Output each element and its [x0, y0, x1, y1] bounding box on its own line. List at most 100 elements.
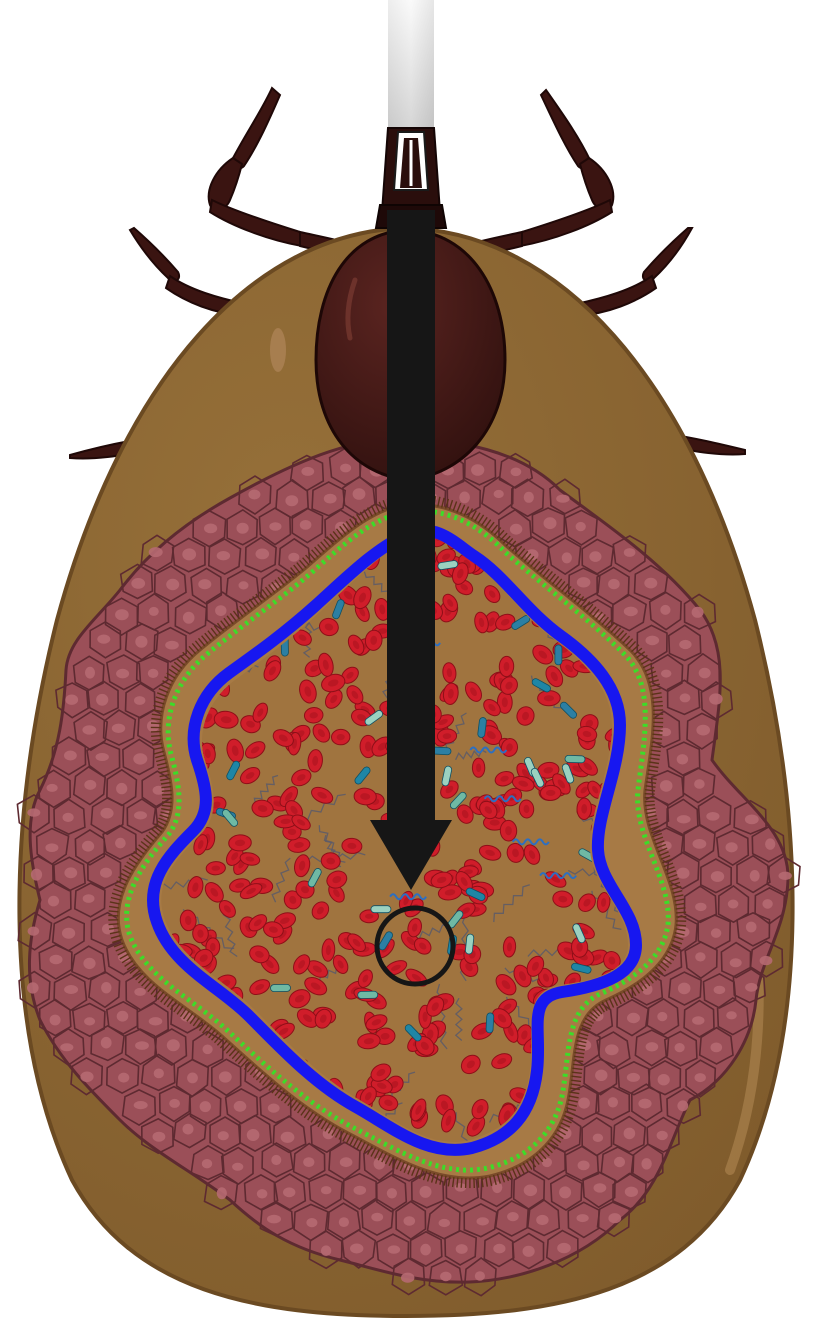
cell-nucleus	[218, 1131, 229, 1140]
cell-nucleus	[746, 922, 757, 933]
cell-nucleus	[100, 868, 112, 878]
cell-nucleus	[641, 1158, 651, 1169]
cell-nucleus	[557, 1243, 571, 1253]
cell-nucleus	[657, 1131, 668, 1140]
cell-nucleus	[116, 669, 129, 679]
cell-nucleus	[627, 1073, 640, 1082]
cell-nucleus	[183, 1124, 194, 1135]
microvillus	[676, 912, 686, 913]
cell-nucleus	[577, 1214, 589, 1222]
cell-nucleus	[339, 1217, 349, 1227]
cell-nucleus	[116, 783, 127, 794]
cell-nucleus	[679, 640, 691, 649]
cell-nucleus	[204, 524, 217, 534]
cell-nucleus	[149, 607, 159, 616]
cell-nucleus	[614, 1157, 625, 1167]
cell-nucleus	[321, 1245, 331, 1256]
red-blood-cell	[331, 729, 350, 745]
cell-nucleus	[524, 492, 534, 503]
cell-nucleus	[198, 579, 211, 589]
microvillus	[653, 706, 663, 707]
cell-nucleus	[257, 1189, 268, 1198]
microvillus	[652, 738, 662, 739]
cell-nucleus	[234, 1101, 247, 1112]
microvillus	[109, 924, 119, 925]
leg-left-1-segment-a	[231, 88, 280, 169]
cell-nucleus	[45, 843, 58, 852]
cell-nucleus	[215, 605, 226, 616]
red-blood-cell	[500, 820, 517, 841]
cell-nucleus	[439, 1219, 450, 1227]
cell-nucleus	[494, 490, 504, 498]
cell-nucleus	[646, 636, 660, 646]
cell-nucleus	[169, 1099, 180, 1108]
microvillus	[645, 805, 655, 806]
cell-nucleus	[283, 1187, 295, 1197]
bacterium	[270, 984, 290, 991]
cell-nucleus	[200, 1101, 211, 1112]
mouthpart-shaft-shade	[388, 0, 434, 130]
cell-nucleus	[187, 1073, 198, 1084]
cell-nucleus	[27, 982, 39, 993]
cell-nucleus	[217, 1187, 227, 1199]
cell-nucleus	[82, 841, 94, 852]
cell-nucleus	[765, 838, 775, 849]
microvillus	[162, 791, 172, 792]
cell-nucleus	[135, 1041, 149, 1050]
cell-nucleus	[281, 1132, 295, 1143]
cell-nucleus	[680, 693, 691, 702]
cell-nucleus	[675, 1043, 685, 1052]
cell-nucleus	[562, 552, 572, 563]
cell-nucleus	[693, 839, 707, 849]
bacterium	[555, 645, 562, 665]
leg-right-1-segment-a	[541, 90, 591, 169]
cell-nucleus	[239, 581, 249, 589]
cell-nucleus	[131, 578, 145, 589]
cell-nucleus	[134, 1101, 148, 1109]
cell-nucleus	[80, 1072, 93, 1083]
microvillus	[653, 701, 663, 702]
cell-nucleus	[134, 811, 147, 819]
cell-nucleus	[48, 896, 59, 907]
cell-nucleus	[47, 784, 58, 792]
cell-nucleus	[625, 1187, 638, 1197]
cell-nucleus	[477, 1217, 489, 1225]
cell-nucleus	[658, 1074, 670, 1085]
cell-nucleus	[300, 520, 312, 530]
cell-nucleus	[31, 869, 42, 881]
cell-nucleus	[166, 579, 179, 590]
cell-nucleus	[387, 1188, 397, 1198]
cell-nucleus	[101, 1037, 112, 1049]
cell-nucleus	[544, 517, 557, 529]
cell-nucleus	[608, 1097, 618, 1107]
microvillus	[162, 802, 172, 803]
cell-nucleus	[153, 1132, 166, 1142]
cell-nucleus	[577, 577, 591, 587]
cell-nucleus	[706, 812, 719, 821]
cell-nucleus	[695, 903, 706, 911]
microvillus	[478, 1178, 479, 1188]
cell-nucleus	[608, 579, 620, 589]
cell-nucleus	[401, 1273, 414, 1283]
cell-nucleus	[711, 928, 721, 938]
cell-nucleus	[288, 553, 299, 562]
microvillus	[645, 794, 655, 795]
bacterium	[565, 755, 585, 763]
microvillus	[653, 734, 663, 735]
microvillus	[676, 925, 686, 926]
cell-nucleus	[420, 1186, 432, 1198]
leg-left-2-segment-a	[130, 228, 179, 281]
cell-nucleus	[85, 667, 95, 679]
cell-nucleus	[420, 1244, 431, 1256]
cell-nucleus	[115, 609, 129, 620]
leg-right-2-segment-a	[643, 228, 692, 281]
cell-nucleus	[84, 780, 96, 790]
cell-nucleus	[711, 871, 724, 882]
cell-nucleus	[165, 641, 179, 650]
microvillus	[461, 1178, 462, 1188]
cell-nucleus	[556, 495, 569, 503]
cell-nucleus	[96, 753, 109, 761]
red-blood-cell	[577, 798, 592, 820]
